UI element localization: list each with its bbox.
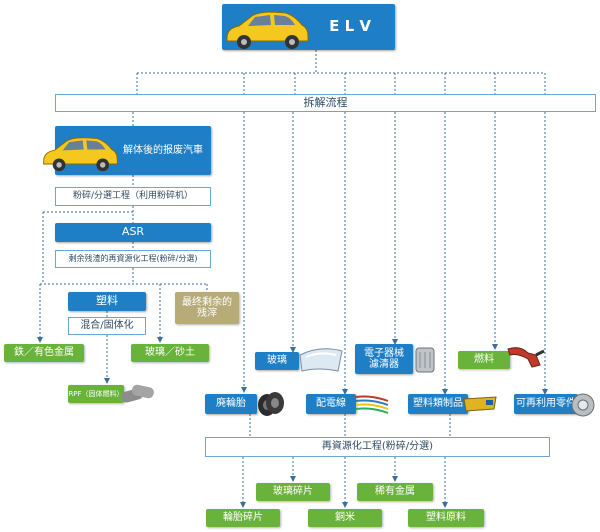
fuel-nozzle-icon (507, 347, 545, 368)
asr-box: ASR (55, 223, 211, 242)
pellet-icon (121, 384, 154, 403)
rare-metals-box: 稀有金属 (357, 483, 433, 501)
plastic-box: 塑料 (68, 292, 146, 311)
glass-box: 玻璃 (255, 352, 299, 370)
asr-label: ASR (121, 225, 145, 239)
fuel-box: 燃料 (458, 351, 510, 369)
plastic-label: 塑料 (96, 294, 118, 308)
glass-fragments-box: 玻璃碎片 (256, 483, 330, 501)
copper-rice-label: 銅米 (335, 512, 355, 524)
tire-icon (258, 392, 284, 416)
recycle-process-bar: 再資源化工程(粉碎/分選) (205, 437, 550, 457)
recycle-process-label: 再資源化工程(粉碎/分選) (321, 441, 434, 453)
iron-metal-box: 鉄／有色金属 (4, 344, 84, 362)
plastic-products-label: 塑料類制品 (413, 398, 463, 410)
plastic-raw-box: 塑料原料 (408, 509, 484, 527)
fuel-label: 燃料 (474, 354, 494, 366)
glass-icon (299, 348, 343, 372)
shred-sort-box: 粉碎/分選工程（利用粉碎机） (55, 187, 211, 206)
copper-rice-box: 銅米 (308, 509, 382, 527)
tire-fragments-box: 輪胎碎片 (206, 509, 280, 527)
electronics-label: 電子器械濾清器 (364, 347, 404, 371)
plastic-products-box: 塑料類制品 (408, 394, 468, 414)
final-residue-label: 最终剩余的残滓 (182, 296, 232, 320)
residue-recycle-label: 剩余残渣的再資源化工程(粉碎/分選) (68, 254, 198, 264)
rpf-box: RPF（固体燃料） (68, 385, 124, 403)
reusable-parts-box: 可再利用零件 (514, 394, 578, 414)
scrap-car-icon (43, 137, 118, 172)
dismantle-process-bar: 拆解流程 (55, 94, 596, 112)
glass-sand-box: 玻璃／砂土 (131, 344, 209, 362)
scrap-car-label: 解体後的报废汽車 (123, 144, 203, 156)
tires-label: 廃輪胎 (216, 398, 246, 410)
rare-metals-label: 稀有金属 (375, 486, 415, 498)
tires-box: 廃輪胎 (205, 394, 257, 414)
mix-solidify-label: 混合/固体化 (80, 320, 134, 332)
electronics-box: 電子器械濾清器 (355, 344, 413, 374)
mix-solidify-box: 混合/固体化 (68, 317, 146, 335)
wiring-box: 配電線 (306, 394, 356, 414)
car-icon (226, 11, 309, 49)
wiring-label: 配電線 (316, 398, 346, 410)
rpf-label: RPF（固体燃料） (68, 389, 124, 398)
bumper-icon (463, 396, 497, 412)
filter-icon (415, 347, 435, 373)
shred-sort-label: 粉碎/分選工程（利用粉碎机） (72, 191, 194, 202)
glass-fragments-label: 玻璃碎片 (273, 486, 313, 498)
wire-icon (355, 395, 389, 414)
final-residue-box: 最终剩余的残滓 (175, 292, 239, 324)
reusable-parts-label: 可再利用零件 (516, 398, 576, 410)
iron-metal-label: 鉄／有色金属 (14, 347, 74, 359)
elv-title: E L V (329, 17, 371, 36)
residue-recycle-box: 剩余残渣的再資源化工程(粉碎/分選) (55, 250, 211, 268)
glass-label: 玻璃 (267, 355, 287, 367)
plastic-raw-label: 塑料原料 (426, 512, 466, 524)
parts-icon (571, 393, 595, 417)
dismantle-label: 拆解流程 (303, 95, 348, 109)
glass-sand-label: 玻璃／砂土 (145, 347, 195, 359)
tire-fragments-label: 輪胎碎片 (223, 512, 263, 524)
